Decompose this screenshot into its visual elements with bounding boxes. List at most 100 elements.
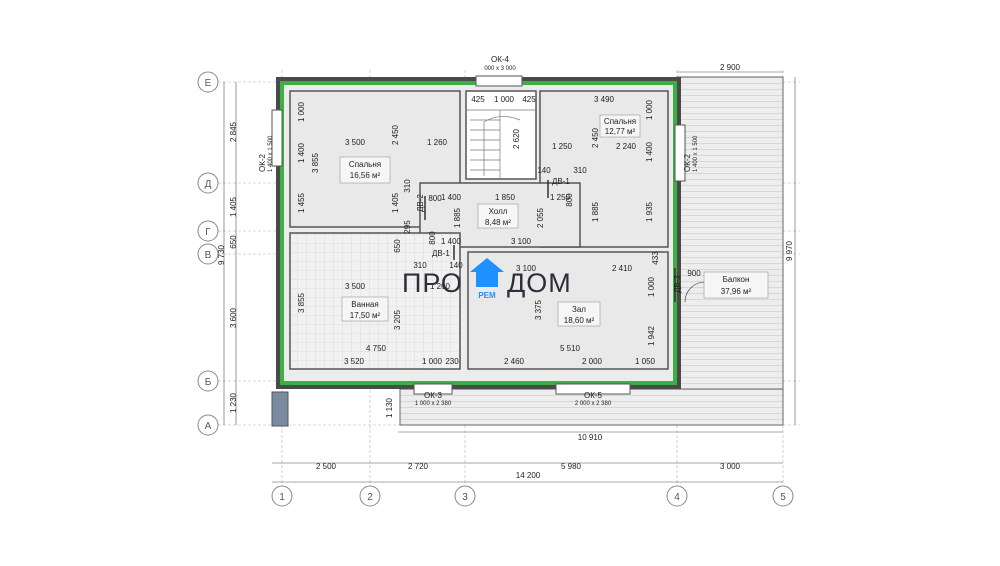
axis-row-label: В (205, 250, 212, 261)
logo-text-right: ДОМ (507, 268, 572, 298)
dim-text: 2 620 (512, 128, 521, 149)
dim-text: 230 (445, 357, 459, 366)
dim-text: 1 260 (427, 138, 448, 147)
dim-text: 1 230 (229, 392, 238, 413)
dim-text: 2 460 (504, 357, 525, 366)
dim-text: 1 400 (441, 237, 462, 246)
dim-text: 650 (229, 235, 238, 249)
dim-text: 1 885 (591, 201, 600, 222)
window-size: 1 000 х 2 380 (415, 401, 452, 407)
dim-text: 1 000 (645, 99, 654, 120)
room-area: 8,48 м² (485, 218, 511, 227)
dim-text: 2 055 (536, 207, 545, 228)
dim-text: 3 500 (345, 282, 366, 291)
dim-text: 2 900 (720, 63, 741, 72)
room-area: 18,60 м² (564, 316, 595, 325)
window-labels: ОК-4 000 х 3 000 ОК-2 1 400 х 1 500 ОК-2… (258, 55, 699, 407)
stair-well (465, 90, 537, 180)
dim-text: 1 885 (453, 207, 462, 228)
dim-text: 1 050 (635, 357, 656, 366)
dim-text: 3 100 (516, 264, 537, 273)
dim-text: 433 (651, 251, 660, 265)
dim-text: 3 000 (720, 462, 741, 471)
window-name: ОК-3 (424, 391, 443, 400)
dim-text: 1 400 (297, 142, 306, 163)
dim-text: 425 (522, 95, 536, 104)
dim-text: 1 455 (297, 192, 306, 213)
windows (271, 75, 686, 427)
dim-text: 9 730 (217, 244, 226, 265)
dim-text: 14 200 (516, 471, 541, 480)
dim-text: 1 405 (229, 196, 238, 217)
dim-text: 800 (428, 194, 442, 203)
porch-deck (399, 388, 784, 426)
row-axis-markers: Е Д Г В Б А (197, 71, 219, 436)
window-name: ОК-2 (258, 153, 267, 172)
door-label: ДВ-3 (673, 275, 682, 293)
dim-text: 3 855 (311, 152, 320, 173)
axis-row-label: Г (205, 227, 211, 238)
dim-text: 1 000 (297, 101, 306, 122)
dim-text: 1 935 (645, 201, 654, 222)
door-label: ДВ-1 (552, 177, 570, 186)
room-name: Ванная (351, 300, 378, 309)
axis-col-label: 2 (367, 492, 373, 503)
room-area: 16,56 м² (350, 171, 381, 180)
dim-text: 140 (537, 166, 551, 175)
dim-text: 9 970 (785, 240, 794, 261)
dim-text: 2 720 (408, 462, 429, 471)
axis-row-label: А (205, 421, 212, 432)
dim-text: 5 980 (561, 462, 582, 471)
dim-text: 1 850 (495, 193, 516, 202)
dim-text: 1 130 (385, 397, 394, 418)
logo-badge: РЕМ (478, 291, 496, 300)
axis-col-label: 1 (279, 492, 285, 503)
logo-text-left: ПРО (402, 268, 463, 298)
dim-text: 1 250 (550, 193, 571, 202)
dim-text: 3 100 (511, 237, 532, 246)
dim-text: 2 410 (612, 264, 633, 273)
dim-text: 2 000 (582, 357, 603, 366)
dim-text: 1 260 (430, 282, 451, 291)
dim-text: 310 (413, 261, 427, 270)
dim-text: 800 (565, 193, 574, 207)
window-name: ОК-2 (683, 153, 692, 172)
dim-text: 1 000 (647, 276, 656, 297)
dim-text: 900 (687, 269, 701, 278)
logo: ПРО РЕМ ДОМ (402, 258, 572, 300)
dim-text: 10 910 (578, 433, 603, 442)
dim-text: 1 400 (441, 193, 462, 202)
dim-text: 3 375 (534, 299, 543, 320)
door-label: ДВ-1 (432, 249, 450, 258)
dim-text: 2 240 (616, 142, 637, 151)
dim-text: 295 (403, 220, 412, 234)
window-size: 1 400 х 1 500 (268, 135, 274, 172)
dim-text: 1 000 (494, 95, 515, 104)
axis-col-label: 4 (674, 492, 680, 503)
dim-text: 3 520 (344, 357, 365, 366)
room-name: Спальня (349, 160, 381, 169)
room-name: Спальня (604, 117, 636, 126)
dim-text: 3 500 (345, 138, 366, 147)
dim-text: 4 750 (366, 344, 387, 353)
dim-text: 2 500 (316, 462, 337, 471)
axis-row-label: Б (205, 377, 212, 388)
dim-text: 650 (393, 239, 402, 253)
dim-text: 1 250 (552, 142, 573, 151)
stairs (466, 109, 536, 179)
dim-text: 800 (428, 231, 437, 245)
dimension-labels: 2 500 2 720 5 980 3 000 14 200 10 910 2 … (217, 63, 794, 480)
dim-text: 2 450 (591, 127, 600, 148)
dim-text: 3 600 (229, 307, 238, 328)
room-labels: Спальня 16,56 м² Спальня 12,77 м² Холл 8… (339, 114, 769, 327)
axis-col-label: 3 (462, 492, 468, 503)
dim-text: 425 (471, 95, 485, 104)
dim-text: 2 450 (391, 124, 400, 145)
window-size: 1 400 х 1 500 (693, 135, 699, 172)
dim-text: 1 405 (391, 192, 400, 213)
dim-text: 2 845 (229, 121, 238, 142)
dim-text: 5 510 (560, 344, 581, 353)
dim-text: 3 490 (594, 95, 615, 104)
room-area: 17,50 м² (350, 311, 381, 320)
